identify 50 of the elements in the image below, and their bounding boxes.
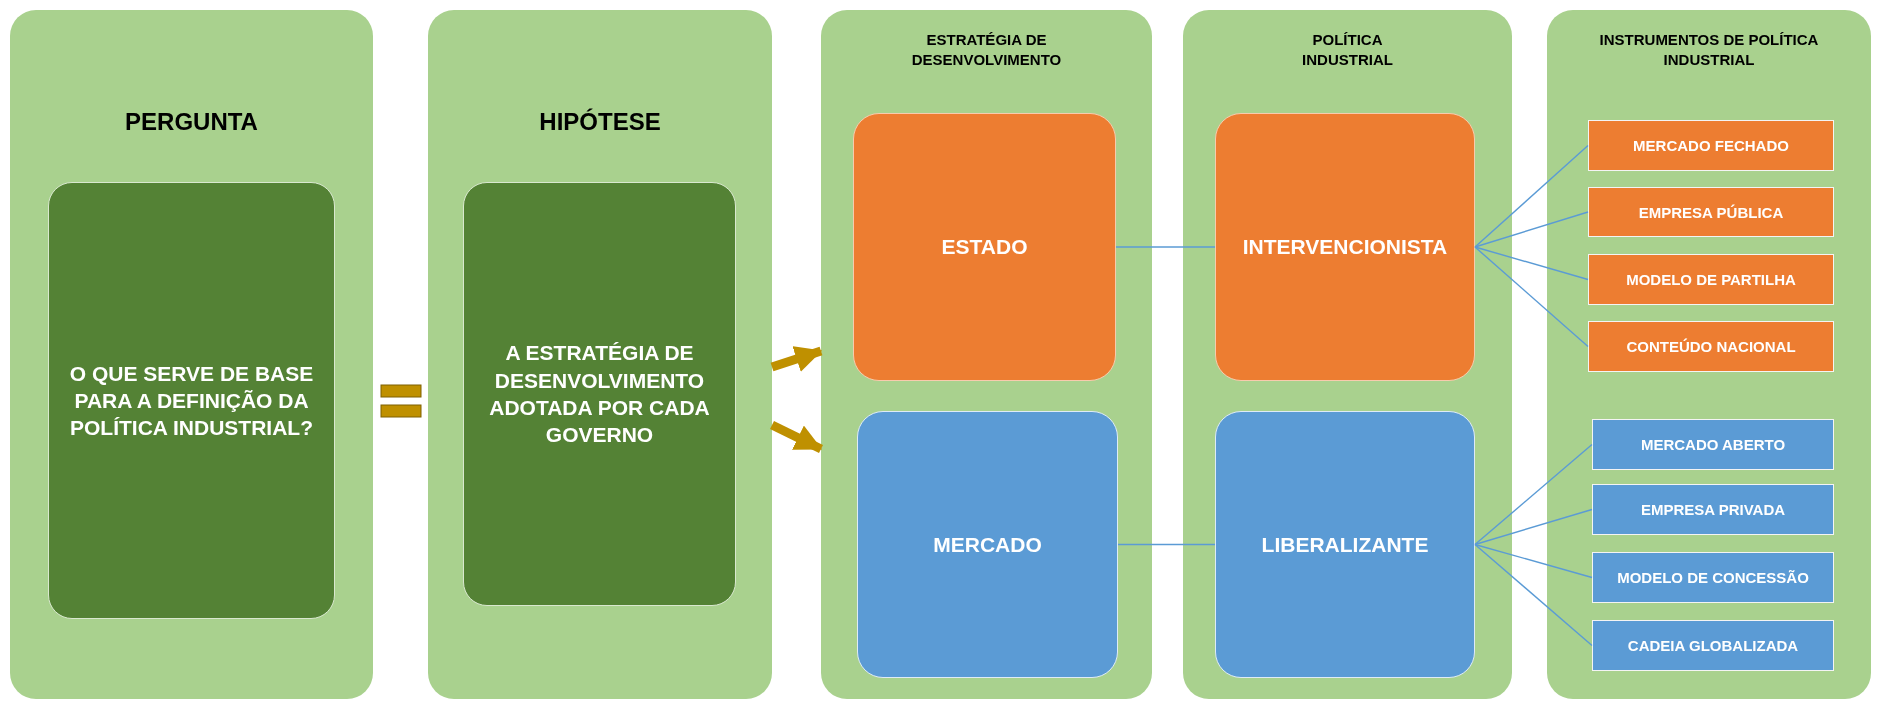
box-text: EMPRESA PRIVADA <box>1640 501 1786 518</box>
box-text: CONTEÚDO NACIONAL <box>1626 338 1796 355</box>
column-panel <box>821 10 1152 699</box>
box-text: MERCADO <box>933 532 1042 557</box>
box-text: MERCADO FECHADO <box>1633 137 1789 154</box>
process-box <box>1215 411 1475 678</box>
connector-line <box>1474 543 1593 647</box>
text-box <box>463 182 736 606</box>
box-text: MODELO DE CONCESSÃO <box>1617 569 1809 586</box>
connector-line <box>1474 144 1589 248</box>
panel-heading: POLÍTICA INDUSTRIAL <box>1301 30 1394 71</box>
column-panel <box>1547 10 1871 699</box>
instrument-box <box>1588 120 1834 171</box>
box-text: MERCADO ABERTO <box>1640 436 1786 453</box>
text-box <box>48 182 335 619</box>
panel-heading: INSTRUMENTOS DE POLÍTICA INDUSTRIAL <box>1598 30 1820 71</box>
column-panel <box>428 10 772 699</box>
connector-line <box>1474 508 1593 546</box>
box-text: O QUE SERVE DE BASE PARA A DEFINIÇÃO DA POLÍTICA INDUSTRIAL? <box>68 360 315 442</box>
connector-line <box>1474 543 1593 579</box>
panel-heading: PERGUNTA <box>124 107 259 137</box>
process-box <box>853 113 1116 381</box>
box-text: EMPRESA PÚBLICA <box>1638 203 1784 221</box>
instrument-box <box>1592 552 1834 603</box>
box-text: MODELO DE PARTILHA <box>1626 271 1796 288</box>
process-box <box>1215 113 1475 381</box>
box-text: LIBERALIZANTE <box>1261 532 1429 557</box>
column-panel <box>1183 10 1512 699</box>
connector-line <box>1117 543 1216 546</box>
box-text: A ESTRATÉGIA DE DESENVOLVIMENTO ADOTADA POR CADA GOVERNO <box>488 340 711 449</box>
box-text: INTERVENCIONISTA <box>1242 235 1448 259</box>
connector-line <box>1474 443 1593 546</box>
instrument-box <box>1588 321 1834 372</box>
instrument-box <box>1588 254 1834 305</box>
panel-heading: ESTRATÉGIA DE DESENVOLVIMENTO <box>910 30 1063 71</box>
connector-line <box>1474 211 1589 248</box>
connector-line <box>1115 246 1216 248</box>
process-box <box>857 411 1118 678</box>
arrow <box>770 420 823 454</box>
instrument-box <box>1592 419 1834 470</box>
instrument-box <box>1588 187 1834 237</box>
box-text: ESTADO <box>941 235 1028 259</box>
connector-line <box>1474 246 1589 281</box>
instrument-box <box>1592 620 1834 671</box>
panel-heading: HIPÓTESE <box>538 107 662 137</box>
column-panel <box>10 10 373 699</box>
arrow <box>770 346 823 372</box>
box-text: CADEIA GLOBALIZADA <box>1627 637 1799 654</box>
connector-line <box>1474 246 1589 348</box>
instrument-box <box>1592 484 1834 535</box>
